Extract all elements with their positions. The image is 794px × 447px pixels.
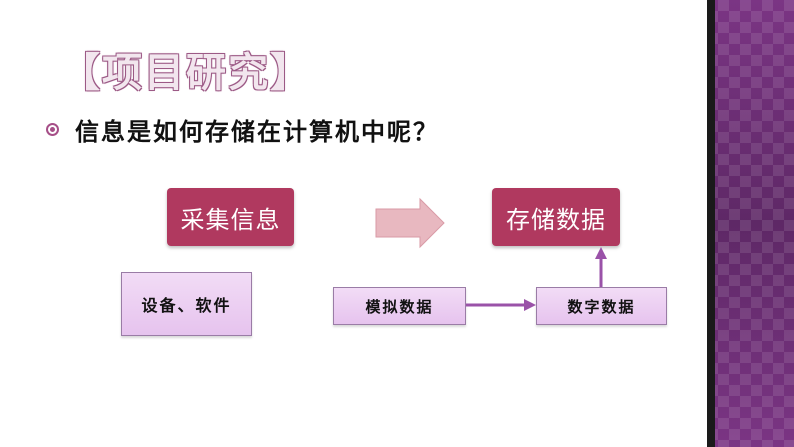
bullet-item: 信息是如何存储在计算机中呢？ <box>46 113 439 146</box>
store-data-box: 存储数据 <box>492 188 620 246</box>
block-arrow-right <box>375 197 445 249</box>
digital-to-store-arrow <box>595 247 607 287</box>
circle-bullet-icon <box>46 122 59 136</box>
gather-info-box: 采集信息 <box>167 188 294 246</box>
decorative-side-strip <box>707 0 794 447</box>
bullet-text: 信息是如何存储在计算机中呢？ <box>75 116 439 146</box>
slide-title: 【项目研究】 <box>60 50 312 96</box>
device-software-box: 设备、软件 <box>121 272 252 336</box>
analog-to-digital-arrow <box>466 299 536 311</box>
digital-data-box: 数字数据 <box>536 287 667 325</box>
analog-data-box: 模拟数据 <box>333 287 466 325</box>
